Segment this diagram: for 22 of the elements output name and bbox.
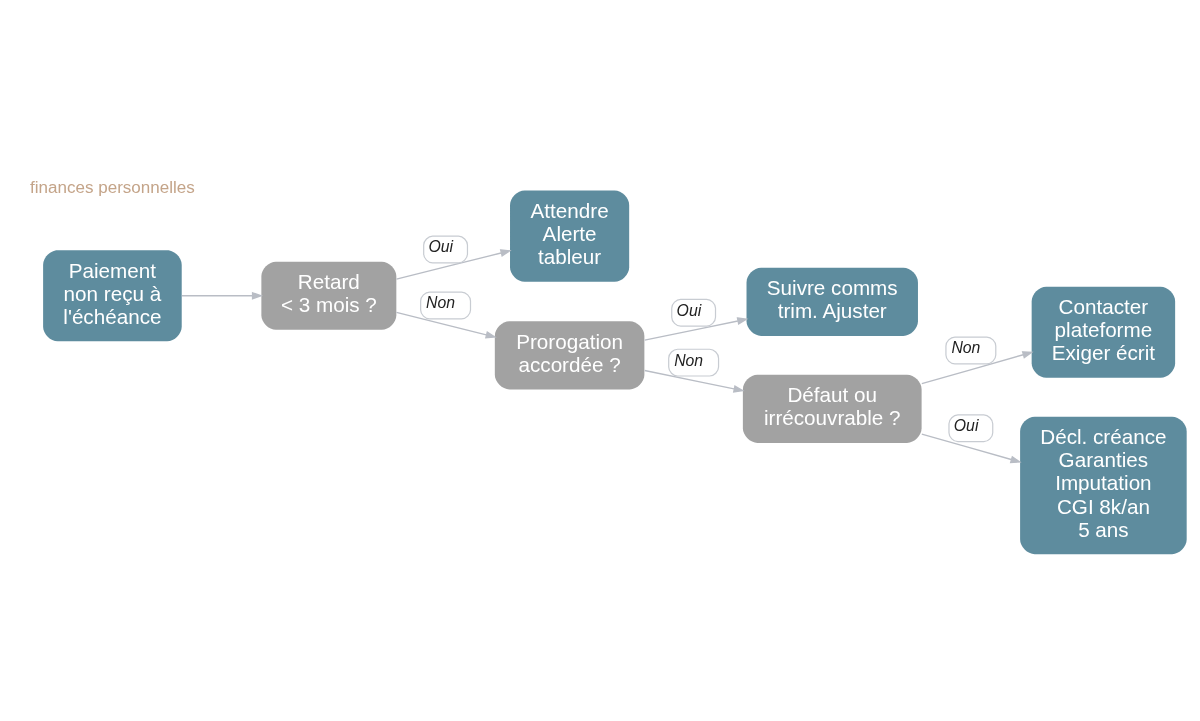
label: finances personnelles [30, 178, 195, 198]
arrow [181, 291, 264, 300]
node-box: Retard < 3 mois ? [261, 261, 397, 330]
arrow [921, 351, 1034, 385]
node-box: Attendre Alerte tableur [510, 190, 630, 282]
arrow [395, 249, 512, 280]
node-box: Paiement non reçu à l'échéance [43, 250, 182, 342]
node-box: Décl. créance Garanties Imputation CGI 8k/an 5 ans [1020, 416, 1187, 555]
arrow [644, 317, 749, 341]
edge-label: Oui [676, 301, 702, 319]
edge-label: Oui [428, 238, 454, 256]
node-box: Suivre comms trim. Ajuster [746, 267, 918, 336]
arrow [921, 433, 1022, 464]
edge-label: Oui [953, 417, 979, 435]
edge-label: Non [426, 294, 456, 312]
edge-label: Non [951, 339, 981, 357]
edge-label: Non [674, 351, 704, 369]
node-box: Prorogation accordée ? [494, 321, 645, 390]
node-box: Défaut ou irrécouvrable ? [742, 374, 922, 443]
node-box: Contacter plateforme Exiger écrit [1031, 286, 1176, 378]
arrow [644, 369, 745, 393]
arrow [395, 311, 497, 339]
